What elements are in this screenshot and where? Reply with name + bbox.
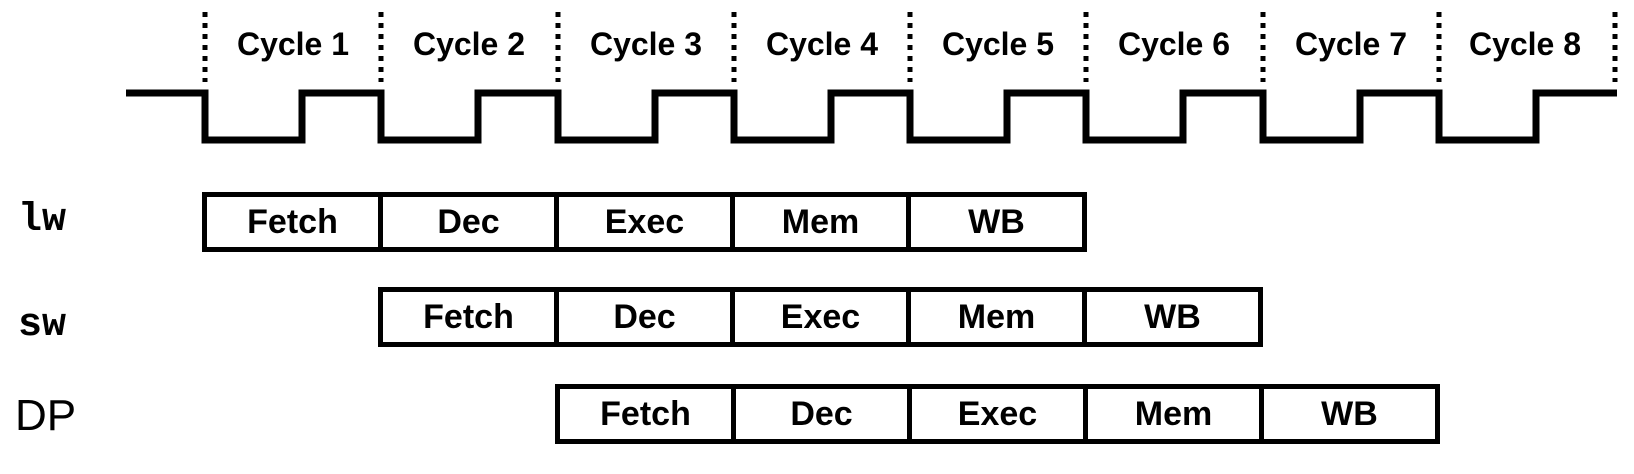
cycle-label-1: Cycle 1 [236, 25, 350, 62]
pipeline-row-sw: Fetch Dec Exec Mem WB [378, 287, 1263, 347]
cycle-label-3: Cycle 3 [589, 25, 703, 62]
pipeline-stage-cell: Exec [907, 384, 1088, 444]
pipeline-stage-cell: WB [906, 192, 1087, 252]
pipeline-row-lw: Fetch Dec Exec Mem WB [202, 192, 1087, 252]
cycle-boundary-lines [202, 12, 1618, 82]
row-label-lw: lw [18, 198, 67, 243]
cycle-label-8: Cycle 8 [1468, 25, 1582, 62]
cycle-label-2: Cycle 2 [412, 25, 526, 62]
pipeline-stage-cell: Exec [554, 192, 735, 252]
pipeline-stage-cell: Dec [731, 384, 912, 444]
cycle-label-6: Cycle 6 [1117, 25, 1231, 62]
row-label-sw: sw [18, 303, 67, 348]
pipeline-stage-cell: Fetch [378, 287, 559, 347]
pipeline-row-dp: Fetch Dec Exec Mem WB [555, 384, 1440, 444]
pipeline-stage-cell: Mem [1083, 384, 1264, 444]
pipeline-stage-cell: Fetch [555, 384, 736, 444]
cycle-label-4: Cycle 4 [765, 25, 879, 62]
pipeline-stage-cell: Fetch [202, 192, 383, 252]
row-label-dp: DP [15, 391, 77, 440]
pipeline-stage-cell: Exec [730, 287, 911, 347]
pipeline-stage-cell: Dec [378, 192, 559, 252]
clock-waveform-icon [126, 89, 1617, 144]
pipeline-stage-cell: WB [1082, 287, 1263, 347]
pipeline-stage-cell: WB [1259, 384, 1440, 444]
pipeline-stage-cell: Mem [730, 192, 911, 252]
cycle-label-7: Cycle 7 [1294, 25, 1408, 62]
pipeline-stage-cell: Mem [906, 287, 1087, 347]
pipeline-stage-cell: Dec [554, 287, 735, 347]
cycle-label-5: Cycle 5 [941, 25, 1055, 62]
